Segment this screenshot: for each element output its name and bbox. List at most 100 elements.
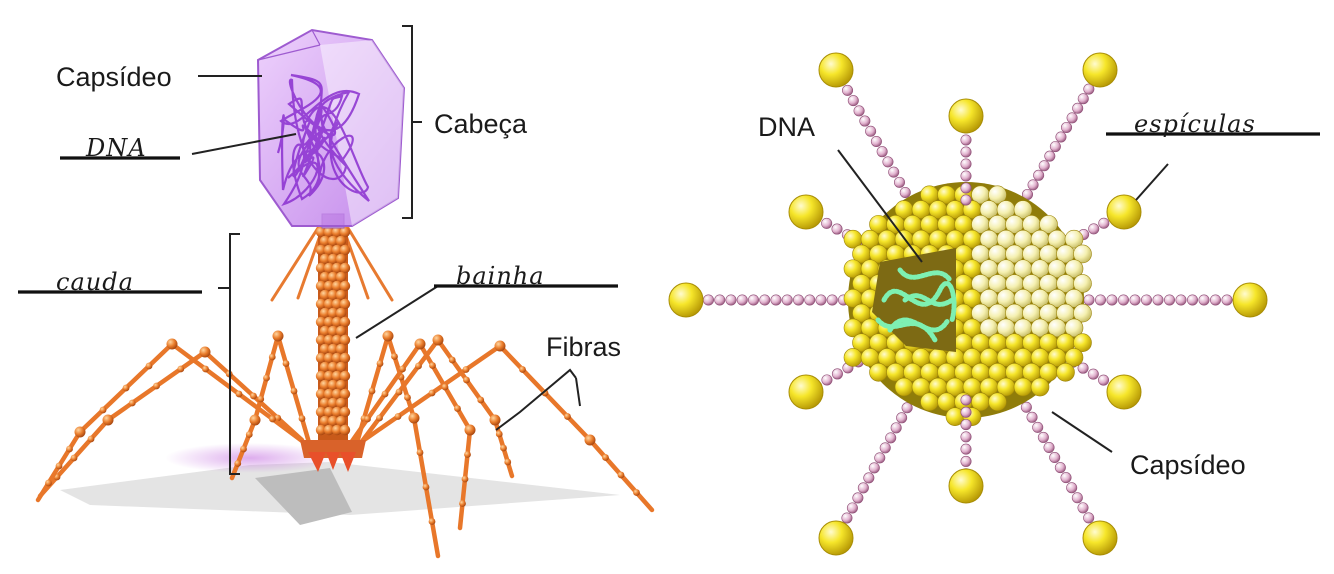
spicule-knob	[1107, 375, 1141, 409]
spicule-knob	[1107, 195, 1141, 229]
tail-fiber-knob	[462, 476, 469, 483]
spicule-bead	[1056, 132, 1066, 142]
spicule-knob	[789, 375, 823, 409]
spicule-bead	[1176, 295, 1186, 305]
tail-fiber-knob	[177, 366, 184, 373]
tail-fiber-knob	[269, 354, 276, 361]
tail-fiber-knob	[496, 431, 503, 438]
tail-fiber-knob	[291, 388, 298, 395]
fibers-leader-line-b	[576, 378, 580, 406]
spicule-bead	[1067, 113, 1077, 123]
spicule-bead	[1084, 295, 1094, 305]
spicule-bead	[748, 295, 758, 305]
tail-fiber-knob	[463, 366, 470, 373]
tail-fiber-knob	[146, 363, 153, 370]
spicule-bead	[891, 423, 901, 433]
tail-fiber-knob	[429, 362, 436, 369]
tail-fiber-knob	[153, 383, 160, 390]
tail-fiber-joint	[167, 339, 178, 350]
tail-fiber-knob	[236, 391, 243, 398]
spicule-bead	[760, 295, 770, 305]
spicule-bead	[1061, 472, 1071, 482]
spicule-bead	[1033, 422, 1043, 432]
tail-fiber-joint	[415, 339, 426, 350]
tail-fiber-joint	[273, 331, 284, 342]
tail-fiber-knob	[129, 400, 136, 407]
spicule-bead	[961, 419, 971, 429]
tail-fiber-knob	[504, 459, 511, 466]
spicule-knob	[1233, 283, 1267, 317]
spicule-knob	[1083, 521, 1117, 555]
spicule-bead	[1061, 122, 1071, 132]
tail-sheath-bead	[336, 344, 346, 354]
tail-fiber-knob	[263, 375, 270, 382]
tail-fiber-joint	[490, 415, 501, 426]
tail-sheath-bead	[340, 281, 350, 291]
tail-fiber-joint	[103, 415, 114, 426]
capsomere	[989, 393, 1007, 411]
spicule-bead	[1049, 452, 1059, 462]
tail-fiber-knob	[395, 413, 402, 420]
spicule-knob	[819, 521, 853, 555]
adenovirus: DNA Capsídeo espículas	[669, 53, 1320, 555]
tail-fiber-knob	[88, 436, 95, 443]
tail-sheath-bead	[336, 308, 346, 318]
tail-fiber-knob	[369, 388, 376, 395]
spicule-bead	[1039, 161, 1049, 171]
tail-fiber-knob	[45, 480, 52, 487]
spicule-bead	[961, 171, 971, 181]
spicule-bead	[900, 187, 910, 197]
spicule-bead	[1033, 170, 1043, 180]
tail-sheath-bead	[340, 335, 350, 345]
tail-sheath-bead	[340, 371, 350, 381]
spicule-bead	[1083, 513, 1093, 523]
spicule-bead	[1130, 295, 1140, 305]
tail-fiber-joint	[409, 413, 420, 424]
spicule-bead	[1199, 295, 1209, 305]
tail-fiber-knob	[71, 455, 78, 462]
spicule-bead	[771, 295, 781, 305]
spicule-bead	[1045, 151, 1055, 161]
tail-fiber-knob	[449, 357, 456, 364]
sheath-leader-line	[356, 286, 438, 338]
tail-fiber-joint	[383, 331, 394, 342]
spicule-bead	[894, 177, 904, 187]
spicule-bead	[961, 456, 971, 466]
tail-fiber-knob	[429, 518, 436, 525]
tail-fiber-knob	[618, 472, 625, 479]
tail-fiber-knob	[56, 463, 63, 470]
spicule-bead	[847, 503, 857, 513]
tail-sheath-bead	[336, 236, 346, 246]
tail-sheath-bead	[336, 326, 346, 336]
tail-sheath-bead	[336, 416, 346, 426]
spicules-handwritten-answer: espículas	[1134, 110, 1256, 138]
spicule-bead	[1072, 103, 1082, 113]
spicule-bead	[1107, 295, 1117, 305]
tail-sheath	[316, 227, 350, 442]
spicule-bead	[961, 407, 971, 417]
spicule-bead	[1095, 295, 1105, 305]
tail-fiber-knob	[240, 446, 247, 453]
spicule-bead	[821, 218, 831, 228]
spicule-bead	[1098, 375, 1108, 385]
spicule-bead	[848, 95, 858, 105]
capsomere	[1014, 378, 1032, 396]
tail-sheath-bead	[340, 407, 350, 417]
spicule-bead	[896, 413, 906, 423]
spicule-bead	[1066, 483, 1076, 493]
spicule-bead	[869, 463, 879, 473]
tail-fiber-joint	[250, 415, 261, 426]
spicule-bead	[875, 453, 885, 463]
tail-sheath-bead	[336, 290, 346, 300]
spicule-bead	[842, 85, 852, 95]
capsomere	[844, 348, 862, 366]
tail-sheath-bead	[336, 254, 346, 264]
spicule-bead	[889, 167, 899, 177]
spicule-bead	[1099, 218, 1109, 228]
spicule-bead	[961, 432, 971, 442]
tail-sheath-bead	[340, 317, 350, 327]
spicule-bead	[961, 444, 971, 454]
spicule-bead	[961, 147, 971, 157]
adeno-dna-label: DNA	[758, 112, 815, 142]
